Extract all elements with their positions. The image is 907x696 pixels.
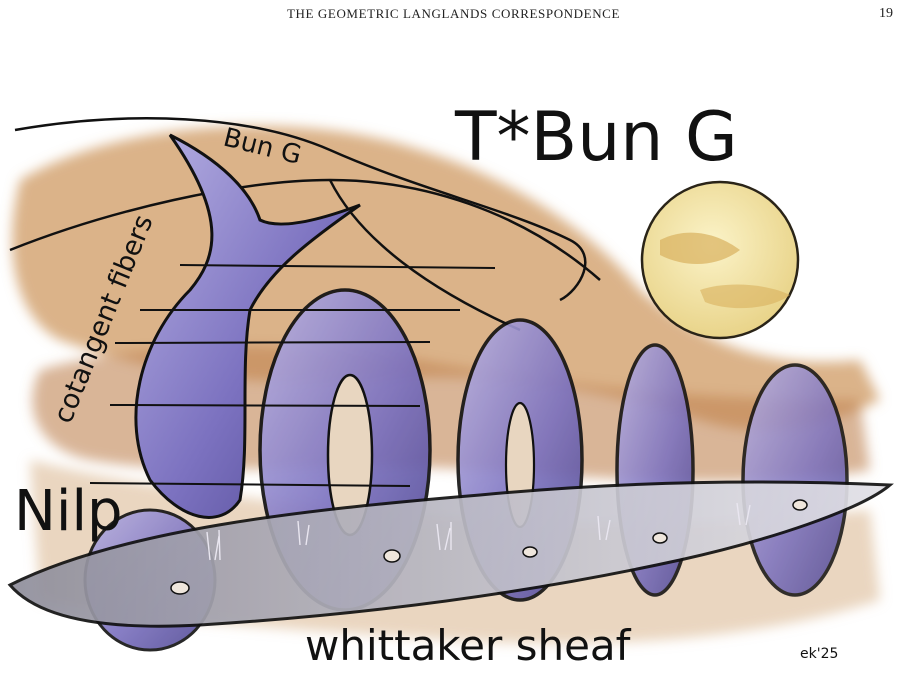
cotangent-fiber-lines — [89, 264, 496, 487]
label-whittaker-sheaf: whittaker sheaf — [305, 621, 632, 670]
pebbles — [170, 499, 808, 595]
grass — [206, 502, 751, 561]
label-t-star-bun-g: T*Bun G — [454, 98, 738, 177]
ink-curves — [9, 117, 601, 332]
running-title: THE GEOMETRIC LANGLANDS CORRESPONDENCE — [287, 6, 620, 21]
illustration: T*Bun G Bun G cotangent fibers Nilp whit… — [0, 40, 907, 696]
running-header: THE GEOMETRIC LANGLANDS CORRESPONDENCE 1… — [0, 0, 907, 40]
ground-sheet — [7, 480, 894, 628]
page-number: 19 — [879, 6, 893, 21]
illustration-canvas: T*Bun G Bun G cotangent fibers Nilp whit… — [7, 98, 894, 670]
moon — [640, 180, 800, 340]
artist-signature: ek'25 — [800, 646, 838, 662]
bun-g-surface — [134, 133, 361, 519]
label-nilp: Nilp — [14, 479, 123, 544]
